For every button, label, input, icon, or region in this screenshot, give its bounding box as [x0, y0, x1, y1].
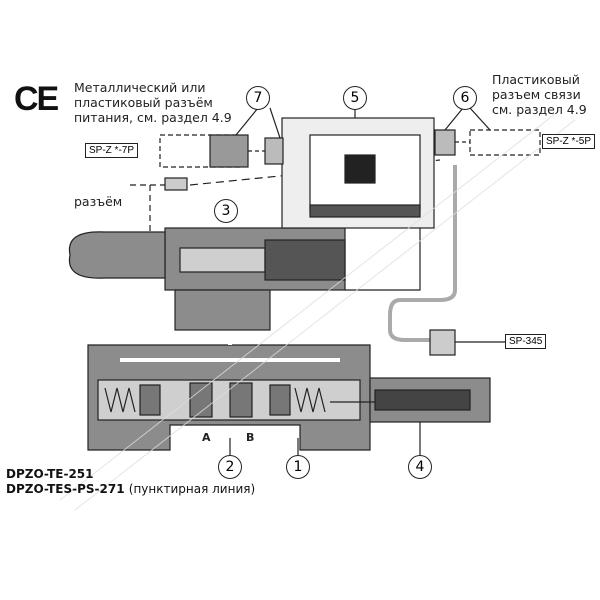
- sensor-code: SP-345: [505, 334, 547, 349]
- spool-bore: [97, 379, 361, 421]
- sensor-cable: [388, 165, 457, 342]
- spring-right: [294, 387, 326, 413]
- model-1: DPZO-TE-251: [6, 467, 94, 481]
- power-code: SP-Z *-7P: [85, 143, 139, 158]
- comm-connector-label: Пластиковый разъем связи см. раздел 4.9: [492, 72, 587, 117]
- label-line: см. раздел 4.9: [492, 102, 587, 117]
- pilot-subplate: [174, 289, 271, 331]
- label-line: пластиковый разъём: [74, 95, 213, 110]
- connector-label: разъём: [74, 194, 123, 209]
- callout-6: 6: [453, 86, 477, 110]
- ce-logo: CE: [14, 80, 59, 118]
- comm-code: SP-Z *-5P: [542, 134, 596, 149]
- callout-7: 7: [246, 86, 270, 110]
- callout-5: 5: [343, 86, 367, 110]
- power-connector-label: Металлический или пластиковый разъём пит…: [74, 80, 232, 125]
- label-line: разъем связи: [492, 87, 581, 102]
- model-2-code: DPZO-TES-PS-271: [6, 482, 125, 496]
- callout-1: 1: [286, 455, 310, 479]
- port-b: B: [246, 431, 255, 444]
- callout-3: 3: [214, 199, 238, 223]
- model-2-note: (пунктирная линия): [128, 482, 256, 496]
- model-2: DPZO-TES-PS-271 (пунктирная линия): [6, 482, 255, 496]
- label-line: питания, см. раздел 4.9: [74, 110, 232, 125]
- watermark: [59, 109, 576, 511]
- label-line: Пластиковый: [492, 72, 580, 87]
- label-line: Металлический или: [74, 80, 206, 95]
- solenoid-left: [68, 231, 166, 279]
- callout-4: 4: [408, 455, 432, 479]
- spring-left: [104, 387, 136, 413]
- callout-2: 2: [218, 455, 242, 479]
- port-a: A: [202, 431, 211, 444]
